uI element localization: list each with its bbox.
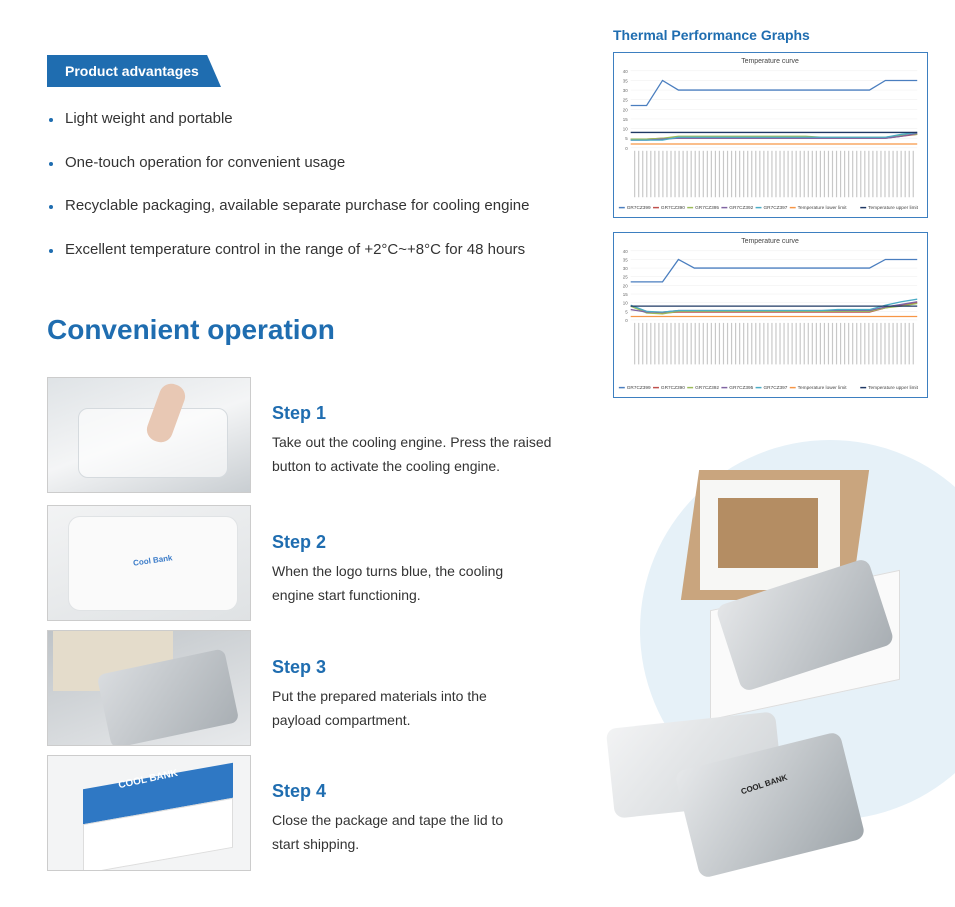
series-line-gr7cz390 xyxy=(630,302,918,314)
item-text: Light weight and portable xyxy=(65,110,233,127)
bullet-icon xyxy=(49,205,53,209)
legend-label: GR7CZ390 xyxy=(661,385,685,391)
item-text: One-touch operation for convenient usage xyxy=(65,153,346,171)
series-line-gr7cz392 xyxy=(630,132,918,141)
step-text: Take out the cooling engine. Press the r… xyxy=(272,434,552,474)
series-line-gr7cz399 xyxy=(630,79,918,107)
product-advantages-tag: Product advantages xyxy=(47,55,221,87)
y-tick-label: 15 xyxy=(623,117,628,122)
y-tick-label: 15 xyxy=(623,292,628,297)
y-tick-label: 0 xyxy=(625,318,628,323)
step-text: Close the package and tape the lid to st… xyxy=(272,812,504,852)
y-tick-label: 35 xyxy=(623,78,628,83)
bullet-icon xyxy=(49,248,53,253)
advantages-list: Light weight and portable One-touch oper… xyxy=(47,110,587,284)
step-2-image: Cool Bank xyxy=(47,505,251,621)
list-item: Excellent temperature control in the ran… xyxy=(47,241,587,285)
bullet-icon xyxy=(49,118,53,122)
step-title: Step 1 xyxy=(272,403,327,423)
y-tick-label: 25 xyxy=(623,98,628,103)
legend-label: Temperature upper limit xyxy=(868,205,918,211)
legend-label: GR7CZ392 xyxy=(695,385,719,391)
y-tick-label: 5 xyxy=(625,309,628,314)
step-title: Step 3 xyxy=(272,657,327,677)
step-title: Step 4 xyxy=(272,781,327,801)
legend-label: Temperature lower limit xyxy=(798,205,848,211)
step-text: When the logo turns blue, the cooling en… xyxy=(272,563,504,603)
list-item: One-touch operation for convenient usage xyxy=(47,154,587,198)
bullet-icon xyxy=(49,161,53,166)
step-2: Step 2 When the logo turns blue, the cool… xyxy=(272,532,512,607)
y-tick-label: 10 xyxy=(623,301,628,306)
step-4: Step 4 Close the package and tape the lid… xyxy=(272,781,517,856)
step-3: Step 3 Put the prepared materials into th… xyxy=(272,657,522,732)
legend-label: GR7CZ395 xyxy=(695,205,719,211)
y-tick-label: 0 xyxy=(625,146,628,151)
y-tick-label: 30 xyxy=(623,88,628,93)
series-line-gr7cz397 xyxy=(630,298,918,313)
y-tick-label: 40 xyxy=(623,249,628,254)
series-line-gr7cz392 xyxy=(630,302,918,315)
section-title: Convenient operation xyxy=(47,314,335,345)
graphs-title: Thermal Performance Graphs xyxy=(613,27,810,43)
step-title: Step 2 xyxy=(272,532,327,552)
y-tick-label: 20 xyxy=(623,107,628,112)
legend-label: GR7CZ395 xyxy=(729,385,753,391)
product-photo: COOL BANK xyxy=(600,430,955,880)
y-tick-label: 35 xyxy=(623,257,628,262)
step-text: Put the prepared materials into the payl… xyxy=(272,688,487,728)
legend-label: GR7CZ399 xyxy=(627,205,651,211)
y-tick-label: 20 xyxy=(623,283,628,288)
series-line-gr7cz397 xyxy=(630,131,918,141)
legend-label: GR7CZ399 xyxy=(627,385,651,391)
y-tick-label: 40 xyxy=(623,69,628,74)
series-line-gr7cz399 xyxy=(630,258,918,283)
list-item: Light weight and portable xyxy=(47,110,587,154)
list-item: Recyclable packaging, available separate… xyxy=(47,197,587,241)
legend-label: GR7CZ390 xyxy=(661,205,685,211)
y-tick-label: 10 xyxy=(623,127,628,132)
legend-label: Temperature upper limit xyxy=(868,385,918,391)
chart-title: Temperature curve xyxy=(741,58,799,65)
chart-title: Temperature curve xyxy=(741,238,799,245)
legend-label: GR7CZ392 xyxy=(729,205,753,211)
step-4-image: COOL BANK xyxy=(47,755,251,871)
legend-label: GR7CZ397 xyxy=(763,385,787,391)
y-tick-label: 25 xyxy=(623,275,628,280)
step-1-image xyxy=(47,377,251,493)
y-tick-label: 30 xyxy=(623,266,628,271)
step-3-image xyxy=(47,630,251,746)
item-text: Recyclable packaging, available separate… xyxy=(65,197,530,214)
legend-label: GR7CZ397 xyxy=(763,205,787,211)
step-1: Step 1 Take out the cooling engine. Press… xyxy=(272,403,572,478)
legend-label: Temperature lower limit xyxy=(798,385,848,391)
y-tick-label: 5 xyxy=(625,136,628,141)
item-text: Excellent temperature control in the ran… xyxy=(65,240,526,258)
